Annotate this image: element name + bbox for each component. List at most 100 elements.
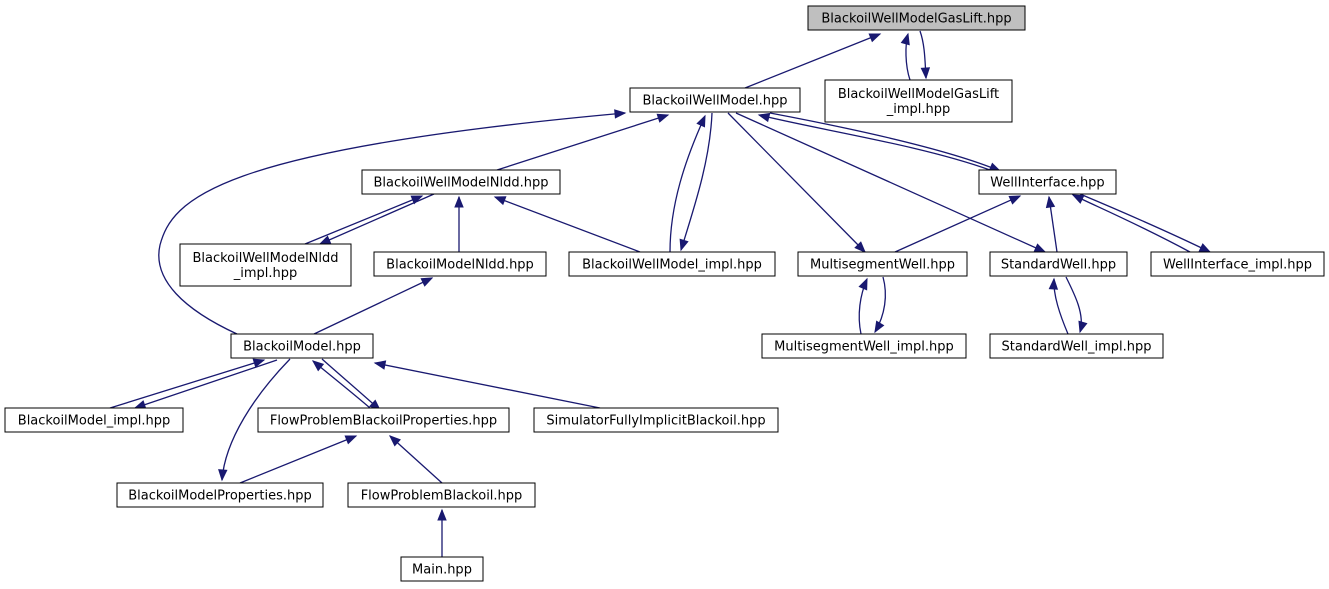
node-wellmodel_impl[interactable]: BlackoilWellModel_impl.hpp (568, 251, 776, 277)
node-sim[interactable]: SimulatorFullyImplicitBlackoil.hpp (533, 407, 779, 433)
node-label: BlackoilModel.hpp (243, 340, 361, 355)
node-modelnldd[interactable]: BlackoilModelNldd.hpp (373, 251, 547, 277)
edge-line (494, 196, 641, 253)
arrowhead (614, 109, 627, 119)
edge-model-to-wellmodel (158, 109, 627, 335)
node-box (347, 482, 536, 508)
arrowhead (696, 114, 706, 128)
edge-wi_impl-to-wellinterface (1071, 194, 1191, 253)
edge-model-to-modelprops (218, 358, 291, 482)
node-msw_impl[interactable]: MultisegmentWell_impl.hpp (761, 333, 967, 359)
edge-stdwell-to-wellinterface (1045, 195, 1058, 253)
node-label: BlackoilModelNldd.hpp (386, 258, 534, 273)
node-label: BlackoilModel_impl.hpp (18, 414, 170, 429)
node-wi_impl[interactable]: WellInterface_impl.hpp (1150, 251, 1325, 277)
edge-line (312, 360, 371, 409)
node-box (373, 251, 547, 277)
arrowhead (757, 112, 771, 123)
edge-msw-to-msw_impl (874, 276, 886, 334)
node-modelprops[interactable]: BlackoilModelProperties.hpp (116, 482, 324, 508)
node-box (361, 169, 561, 195)
edge-line (221, 358, 291, 481)
arrowhead (900, 32, 910, 46)
arrowhead (874, 320, 885, 334)
arrowhead (218, 469, 228, 482)
edge-line (313, 277, 433, 335)
node-gaslift[interactable]: BlackoilWellModelGasLift.hpp (807, 5, 1026, 31)
edge-line (758, 114, 991, 171)
node-stdwell[interactable]: StandardWell.hpp (989, 251, 1128, 277)
node-std_impl[interactable]: StandardWell_impl.hpp (989, 333, 1164, 359)
node-model[interactable]: BlackoilModel.hpp (230, 333, 374, 359)
node-fpb[interactable]: FlowProblemBlackoil.hpp (347, 482, 536, 508)
arrowhead (1008, 195, 1022, 205)
arrowhead (454, 195, 464, 208)
node-box (1150, 251, 1325, 277)
node-main[interactable]: Main.hpp (400, 556, 484, 582)
arrowhead (389, 435, 401, 447)
nodes-layer: BlackoilWellModelGasLift.hppBlackoilWell… (4, 5, 1325, 582)
node-msw[interactable]: MultisegmentWell.hpp (797, 251, 968, 277)
edge-line (374, 362, 601, 409)
edge-line (680, 112, 713, 251)
arrowhead (373, 360, 387, 370)
edge-line (239, 435, 357, 484)
edge-line (1072, 194, 1191, 253)
arrowhead (679, 238, 689, 252)
edge-wellmodel-to-msw (727, 112, 866, 253)
edge-line (319, 193, 435, 245)
arrowhead (252, 358, 266, 368)
node-box (797, 251, 968, 277)
arrowhead (1078, 320, 1088, 334)
edge-line (894, 195, 1021, 253)
node-nldd_impl[interactable]: BlackoilWellModelNldd_impl.hpp (179, 243, 352, 287)
edge-line (735, 112, 1046, 253)
arrowhead (1045, 195, 1056, 209)
edge-wellmodel_impl-to-wellmodel (669, 114, 706, 253)
edge-msw_impl-to-msw (858, 277, 868, 335)
arrowhead (1198, 243, 1212, 253)
arrowhead (311, 360, 325, 372)
arrowhead (656, 113, 670, 123)
edge-line (134, 359, 278, 409)
edge-wellinterface-to-wellmodel (757, 112, 991, 171)
node-fpbp[interactable]: FlowProblemBlackoilProperties.hpp (257, 407, 510, 433)
edge-line (109, 359, 265, 409)
edge-msw-to-wellinterface (894, 195, 1022, 253)
node-box (116, 482, 324, 508)
node-box (257, 407, 510, 433)
node-label: BlackoilWellModel_impl.hpp (582, 258, 762, 273)
node-gaslift_impl[interactable]: BlackoilWellModelGasLift_impl.hpp (824, 79, 1013, 123)
node-label: MultisegmentWell.hpp (810, 258, 955, 273)
node-box (989, 333, 1164, 359)
node-box (761, 333, 967, 359)
node-label: BlackoilWellModelNldd.hpp (374, 176, 549, 191)
arrowhead (133, 400, 147, 410)
node-label: StandardWell_impl.hpp (1002, 340, 1152, 355)
edge-line (158, 112, 626, 335)
edge-line (496, 114, 669, 171)
edge-sim-to-model (373, 360, 601, 409)
node-wellmodel[interactable]: BlackoilWellModel.hpp (629, 87, 801, 113)
node-label: MultisegmentWell_impl.hpp (774, 340, 954, 355)
edge-wellmodel_impl-to-nldd (493, 196, 641, 253)
node-box (568, 251, 776, 277)
node-wellinterface[interactable]: WellInterface.hpp (978, 169, 1117, 195)
arrowhead (344, 435, 358, 445)
node-model_impl[interactable]: BlackoilModel_impl.hpp (4, 407, 184, 433)
node-box (230, 333, 374, 359)
edge-line (1079, 193, 1211, 253)
edge-gaslift_impl-to-gaslift (900, 32, 911, 81)
arrowhead (410, 195, 424, 205)
node-box (978, 169, 1117, 195)
node-label: FlowProblemBlackoilProperties.hpp (270, 414, 497, 429)
edge-gaslift-to-gaslift_impl (919, 30, 931, 80)
edge-nldd_impl-to-nldd (304, 195, 424, 245)
edge-modelnldd-to-nldd (454, 195, 464, 252)
node-box (989, 251, 1128, 277)
edge-wellmodel-to-gaslift (744, 33, 882, 89)
arrowhead (420, 277, 434, 287)
node-nldd[interactable]: BlackoilWellModelNldd.hpp (361, 169, 561, 195)
edge-line (321, 358, 381, 411)
